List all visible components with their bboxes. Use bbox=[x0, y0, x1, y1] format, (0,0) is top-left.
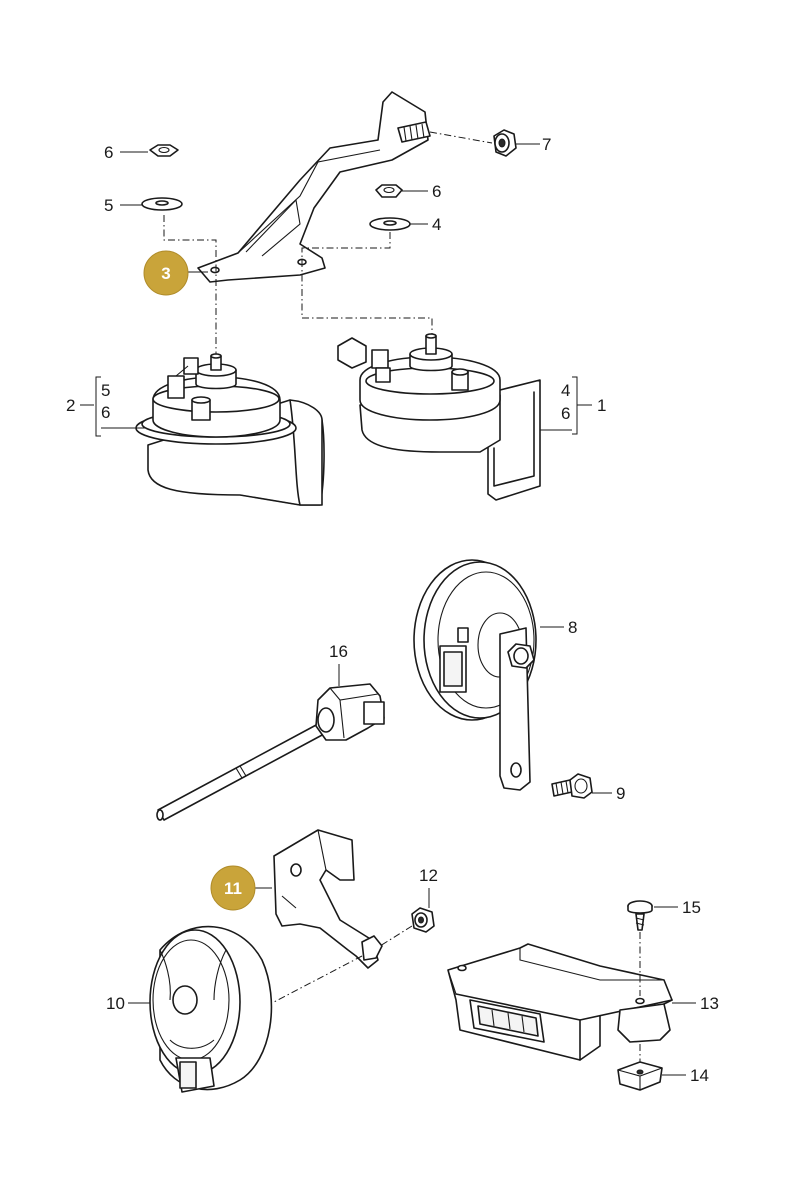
svg-text:6: 6 bbox=[432, 182, 441, 201]
nut-7 bbox=[493, 129, 517, 157]
svg-text:13: 13 bbox=[700, 994, 719, 1013]
svg-text:15: 15 bbox=[682, 898, 701, 917]
svg-text:4: 4 bbox=[432, 215, 441, 234]
callout-15: 15 bbox=[654, 898, 701, 917]
callout-9: 9 bbox=[592, 784, 625, 803]
callout-16: 16 bbox=[329, 642, 348, 686]
svg-text:10: 10 bbox=[106, 994, 125, 1013]
callout-badge-11[interactable]: 11 bbox=[210, 865, 272, 911]
svg-text:9: 9 bbox=[616, 784, 625, 803]
horn-10 bbox=[149, 925, 273, 1093]
callout-1-group: 4 6 1 bbox=[540, 376, 606, 435]
nut-6-right bbox=[375, 184, 403, 198]
svg-text:12: 12 bbox=[419, 866, 438, 885]
bolt-9 bbox=[551, 773, 593, 799]
callout-6-left-top: 6 bbox=[104, 143, 148, 162]
callout-14: 14 bbox=[662, 1066, 709, 1085]
callout-2-group: 2 5 6 bbox=[66, 376, 146, 437]
callout-badge-3[interactable]: 3 bbox=[143, 250, 208, 296]
mounting-bracket bbox=[197, 91, 431, 283]
nut-6-left bbox=[149, 144, 179, 157]
callout-12: 12 bbox=[419, 866, 438, 908]
svg-text:4: 4 bbox=[561, 381, 570, 400]
clip-nut-14 bbox=[617, 1061, 663, 1091]
horn-8 bbox=[413, 559, 537, 791]
callout-7: 7 bbox=[516, 135, 551, 154]
svg-text:8: 8 bbox=[568, 618, 577, 637]
callout-5-left: 5 bbox=[104, 196, 142, 215]
svg-text:7: 7 bbox=[542, 135, 551, 154]
svg-text:3: 3 bbox=[161, 264, 170, 283]
svg-text:5: 5 bbox=[101, 381, 110, 400]
callout-4-right-top: 4 bbox=[410, 215, 441, 234]
nut-12 bbox=[411, 907, 435, 933]
svg-text:11: 11 bbox=[224, 879, 242, 898]
bracket-11 bbox=[273, 829, 383, 969]
svg-text:5: 5 bbox=[104, 196, 113, 215]
svg-text:6: 6 bbox=[104, 143, 113, 162]
callout-13: 13 bbox=[672, 994, 719, 1013]
horn-1 bbox=[337, 333, 541, 501]
washer-4-right bbox=[369, 217, 411, 231]
callout-6-right-top: 6 bbox=[402, 182, 441, 201]
washer-5-left bbox=[141, 197, 183, 211]
svg-text:6: 6 bbox=[101, 403, 110, 422]
horn-2 bbox=[135, 353, 325, 506]
screw-15 bbox=[627, 900, 653, 931]
control-module-13 bbox=[447, 943, 673, 1061]
svg-text:16: 16 bbox=[329, 642, 348, 661]
sensor-wire-16 bbox=[156, 683, 385, 821]
callout-10: 10 bbox=[106, 994, 150, 1013]
svg-text:6: 6 bbox=[561, 404, 570, 423]
callout-8: 8 bbox=[540, 618, 577, 637]
svg-text:14: 14 bbox=[690, 1066, 709, 1085]
svg-text:1: 1 bbox=[597, 396, 606, 415]
svg-text:2: 2 bbox=[66, 396, 75, 415]
